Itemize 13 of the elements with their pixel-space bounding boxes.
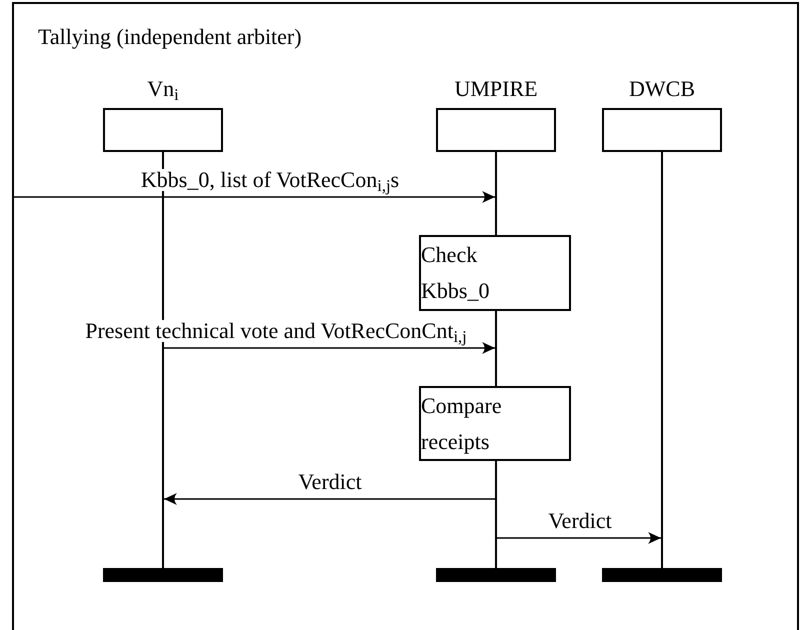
action-box (419, 386, 571, 461)
diagram-title: Tallying (independent arbiter) (38, 26, 302, 48)
lifeline (162, 152, 164, 568)
instance-name: DWCB (629, 78, 695, 100)
action-box (419, 235, 571, 311)
instance-name: Vn$_{i}$ (147, 78, 179, 100)
instance-name: UMPIRE (454, 78, 538, 100)
action-text: Compare receipts (421, 392, 503, 456)
end-bar (103, 568, 223, 582)
end-bar (436, 568, 556, 582)
action-text: Check Kbbs_0 (421, 241, 490, 305)
end-bar (602, 568, 722, 582)
lifeline (661, 152, 663, 568)
